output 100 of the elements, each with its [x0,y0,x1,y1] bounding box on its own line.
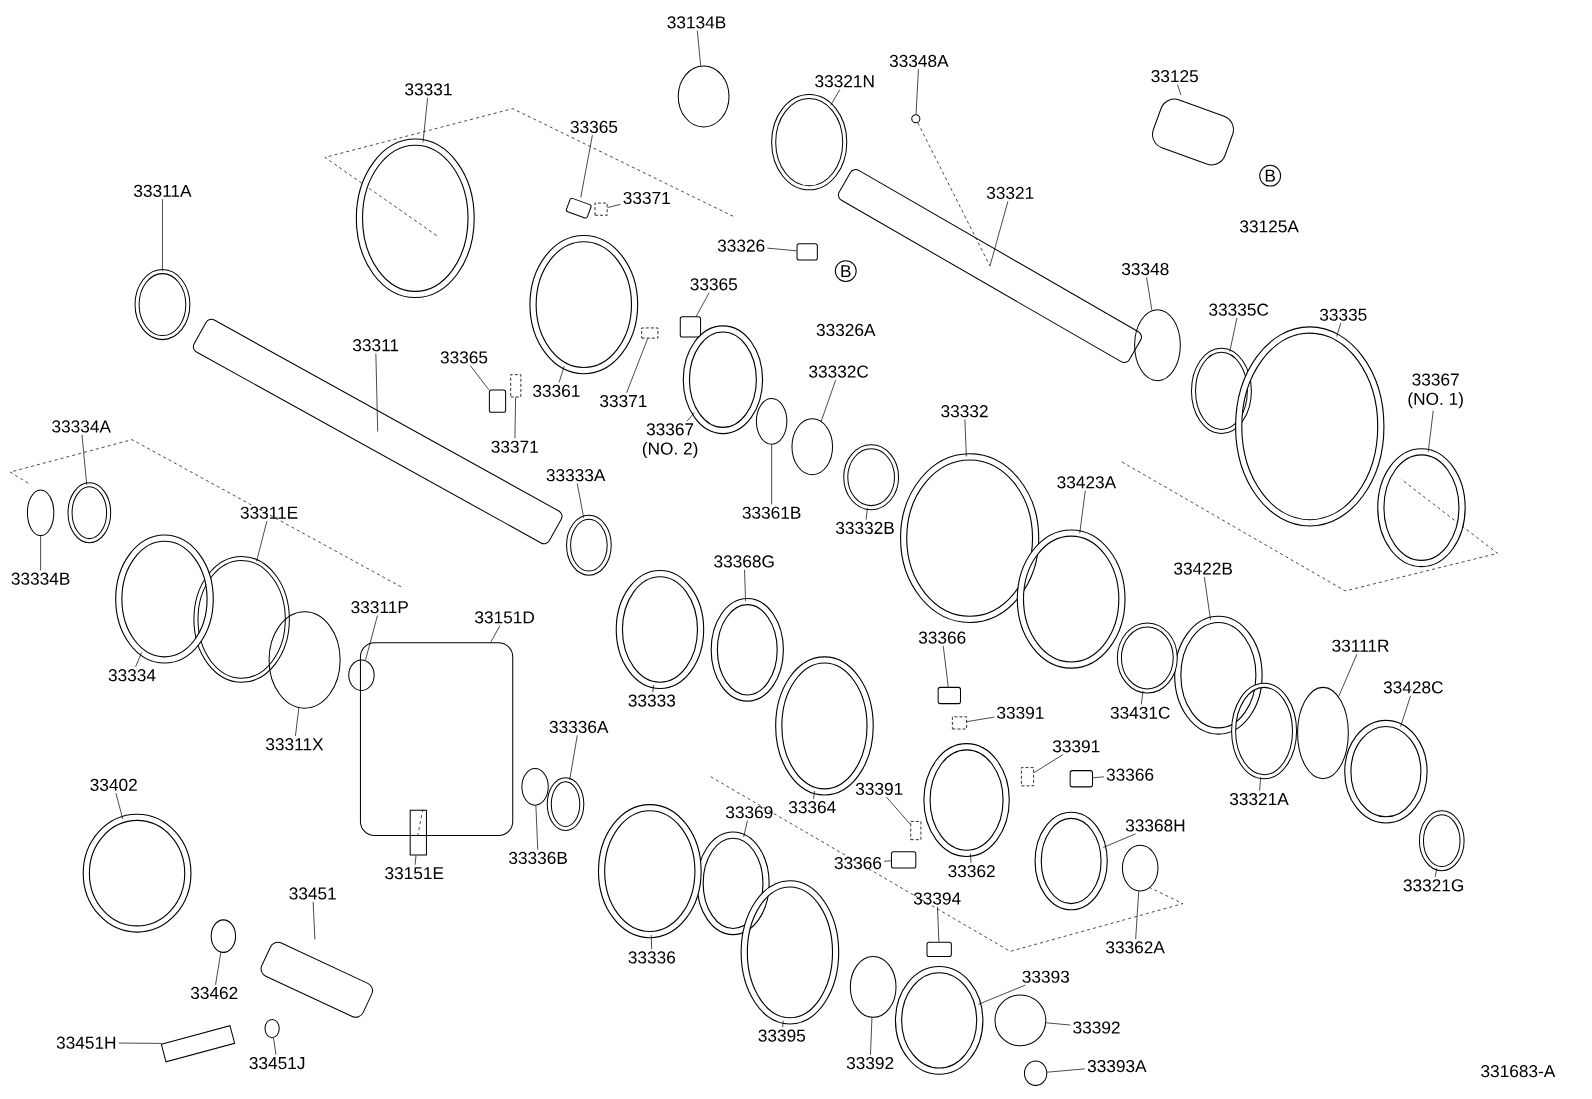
ring [755,398,788,445]
leader-line [1400,695,1411,728]
part-number: 33393A [1087,1060,1147,1073]
leader-line [375,353,379,433]
ring [791,418,834,476]
pin [260,941,373,1019]
part-number: 33332C [809,365,869,378]
leader-line [580,135,593,198]
leader-line [813,790,816,800]
gear [923,743,1010,858]
part-number: 33321A [1229,793,1289,806]
leader-line [414,855,417,866]
ring [264,1019,280,1039]
part-number: 33125A [1240,220,1299,233]
key [488,389,507,413]
gear [529,235,639,375]
ring [1297,687,1349,780]
part-number: 33371 [600,395,647,408]
ring [268,611,341,709]
part-number: 33365 [570,121,618,134]
leader-line [1204,576,1211,621]
key [565,197,592,219]
leader-line [1033,754,1064,774]
part-number: 33391 [997,706,1044,720]
part-number: 33321N [815,75,874,88]
part-number: 33395 [758,1029,806,1042]
ring [1121,844,1159,892]
bearing [1190,347,1252,435]
leader-line [470,365,490,391]
gear [1174,615,1263,735]
leader-line [256,520,268,562]
leader-line [989,201,1009,267]
part-number: 33368G [714,555,774,568]
gear [615,570,705,690]
key [1069,770,1093,788]
part-number: 33348 [1121,263,1169,276]
leader-line [40,535,41,571]
part-number: 33361B [742,506,801,520]
gear [597,804,702,939]
leader-line [744,569,746,602]
leader-line [1229,317,1238,353]
part-number: 33326 [717,239,765,253]
leader-line [1259,776,1261,792]
leader-line [870,1017,873,1056]
leader-line [686,412,695,422]
part-number: 33336A [549,721,609,734]
part-number: 33423A [1057,476,1117,489]
part-number: 33348A [889,55,949,68]
leader-line [1092,776,1105,779]
leader-line [295,707,300,737]
part-number: 33392 [1073,1021,1120,1034]
plate [359,642,514,837]
leader-line [607,204,621,209]
part-number: 33371 [491,440,538,454]
part-number: 33336B [509,852,567,865]
ring [521,768,549,806]
leader-line [1135,891,1140,940]
leader-line [696,30,702,67]
leader-line [820,379,837,422]
part-number: 33311P [351,601,408,614]
part-number: 33336 [628,951,676,964]
gear [1034,811,1108,911]
part-number: 33332B [835,522,894,535]
bearing [1418,810,1465,872]
part-number: 33134B [667,16,726,29]
leader-line [650,935,652,950]
part-number: 33331 [405,83,452,96]
ring [994,994,1047,1047]
part-number: 33391 [1052,740,1100,753]
gear [82,813,192,933]
leader-line [970,853,972,864]
part-number: 33335C [1209,303,1269,316]
gear [740,880,840,1025]
part-number: 33125 [1151,70,1198,83]
part-number: 33334 [108,669,156,682]
part-number: 33451J [249,1057,305,1070]
leader-line [865,507,868,521]
bolt [160,1025,236,1063]
spring [641,327,659,339]
leader-line [1434,868,1438,878]
leader-line [1427,410,1434,453]
spring [910,821,922,841]
leader-line [1079,490,1086,534]
dashed-alignment-line [917,122,991,267]
part-number: 33311 [352,339,399,352]
gear [696,831,770,936]
part-number: 33361 [533,385,580,398]
leader-line [273,1037,277,1056]
leader-line [886,797,911,825]
part-number: 33367 (NO. 2) [642,423,698,459]
leader-line [966,717,995,723]
leader-line [964,419,967,457]
bearing [1116,622,1178,694]
dashed-alignment-line [417,809,424,837]
part-number: 33392 [846,1057,894,1070]
key [679,316,702,338]
leader-line [915,69,919,115]
part-number: 33366 [918,631,966,644]
part-number: 33369 [725,806,773,819]
part-number: 33368H [1125,819,1185,832]
